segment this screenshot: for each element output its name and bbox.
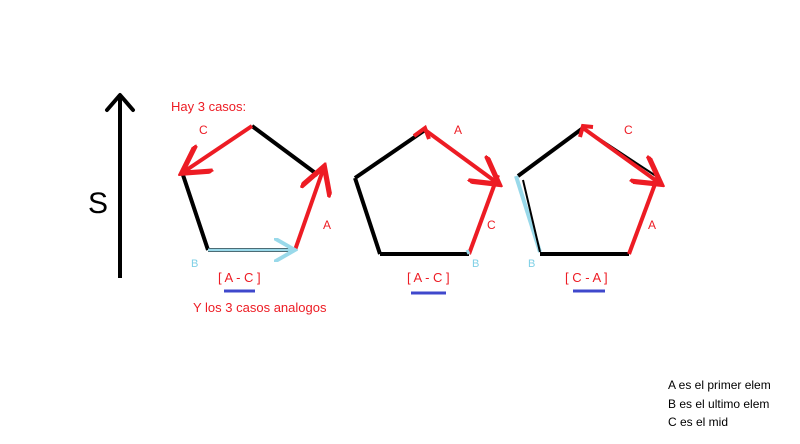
p2-label-c: C — [487, 218, 496, 232]
legend-line-2: B es el ultimo elem — [668, 397, 769, 411]
p2-label-a: A — [454, 123, 462, 137]
side-label: S — [88, 187, 108, 220]
p1-label-b: B — [191, 258, 198, 270]
edge-b-mark — [465, 249, 471, 255]
pentagon-3 — [514, 123, 660, 256]
p2-range: [ A - C ] — [407, 270, 450, 285]
edge-c-arrow — [467, 174, 500, 255]
legend-line-3: C es el mid — [668, 415, 728, 429]
legend-line-1: A es el primer elem — [668, 378, 771, 392]
intro-text: Hay 3 casos: — [171, 99, 246, 114]
edge-c-arrow — [581, 126, 658, 182]
p2-label-b: B — [472, 258, 479, 270]
p3-label-a: A — [648, 218, 656, 232]
p1-range: [ A - C ] — [218, 270, 261, 285]
edge-a-arrow — [293, 170, 323, 251]
p3-label-b: B — [528, 258, 535, 270]
p3-range: [ C - A ] — [565, 270, 608, 285]
p1-label-c: C — [199, 123, 208, 137]
edge-a-arrow — [627, 175, 660, 255]
edge-c-arrow — [185, 124, 254, 171]
pentagon-2 — [353, 124, 500, 256]
analog-text: Y los 3 casos analogos — [193, 300, 327, 315]
edge-a-arrow — [423, 128, 496, 182]
height-arrow — [105, 93, 135, 278]
p1-label-a: A — [323, 218, 331, 232]
legend: A es el primer elem B es el ultimo elem … — [668, 378, 771, 429]
pentagon-1 — [182, 124, 323, 251]
p3-label-c: C — [624, 123, 633, 137]
